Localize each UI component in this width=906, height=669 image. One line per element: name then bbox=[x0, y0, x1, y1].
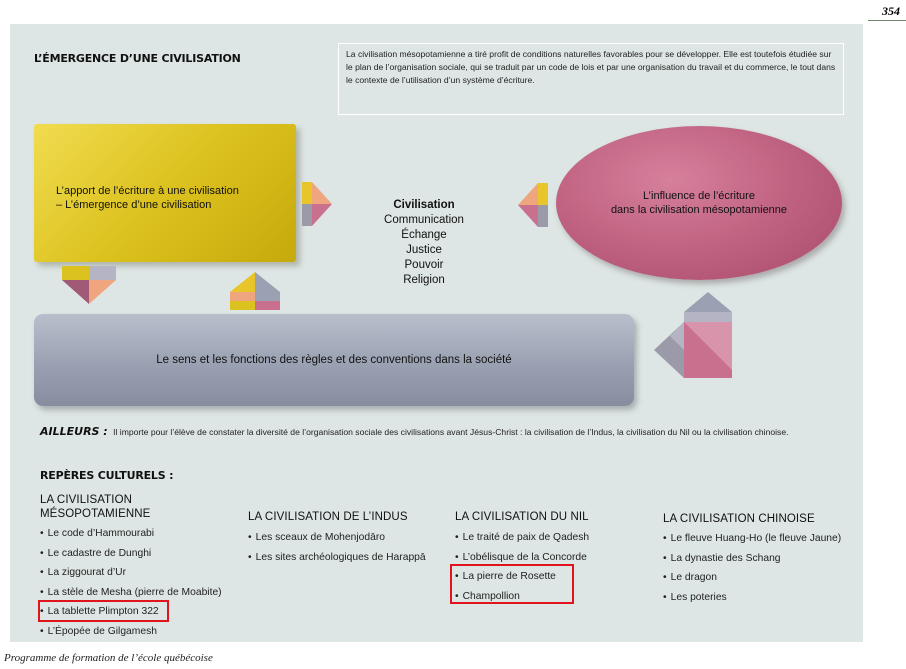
column-title-nil: LA CIVILISATION DU NIL bbox=[455, 511, 589, 523]
list-item: Les sceaux de Mohenjodāro bbox=[248, 528, 426, 548]
ailleurs-paragraph: AILLEURS : Il importe pour l’élève de co… bbox=[40, 425, 800, 439]
list-item: L’obélisque de la Concorde bbox=[455, 548, 589, 568]
writing-contribution-box: L’apport de l’écriture à une civilisatio… bbox=[34, 124, 296, 262]
list-item: La tablette Plimpton 322 bbox=[40, 602, 222, 622]
rules-conventions-bar: Le sens et les fonctions des règles et d… bbox=[34, 314, 634, 406]
concept-item: Échange bbox=[401, 229, 447, 241]
ailleurs-text: Il importe pour l’élève de constater la … bbox=[113, 427, 789, 437]
list-item: Les poteries bbox=[663, 588, 841, 608]
column-title-mesopotamia: LA CIVILISATION MÉSOPOTAMIENNE bbox=[40, 493, 150, 521]
section-title: L’ÉMERGENCE D’UNE CIVILISATION bbox=[34, 52, 241, 65]
concept-item: Religion bbox=[403, 274, 445, 286]
writing-influence-ellipse: L’influence de l’écriture dans la civili… bbox=[556, 126, 842, 280]
highlight-rosette-champollion bbox=[450, 564, 574, 604]
list-item: La dynastie des Schang bbox=[663, 549, 841, 569]
arrow-up-icon bbox=[230, 272, 280, 310]
list-item: Le fleuve Huang-Ho (le fleuve Jaune) bbox=[663, 529, 842, 549]
highlight-plimpton bbox=[38, 600, 169, 622]
list-item: La stèle de Mesha (pierre de Moabite) bbox=[40, 583, 222, 603]
column-title-line: LA CIVILISATION bbox=[40, 494, 133, 506]
ailleurs-label: AILLEURS : bbox=[40, 425, 108, 438]
column-title-indus: LA CIVILISATION DE L’INDUS bbox=[248, 511, 408, 523]
writing-influence-line2: dans la civilisation mésopotamienne bbox=[610, 204, 788, 216]
arrow-up-left-icon bbox=[654, 292, 732, 378]
page-number-rule bbox=[868, 20, 906, 21]
concept-item: Justice bbox=[406, 244, 442, 256]
list-item: Le traité de paix de Qadesh bbox=[455, 528, 590, 548]
concept-item: Civilisation bbox=[393, 199, 455, 211]
arrow-left-icon bbox=[518, 183, 548, 227]
list-indus: Les sceaux de Mohenjodāro Les sites arch… bbox=[248, 528, 426, 567]
writing-influence-line1: L’influence de l’écriture bbox=[643, 190, 755, 202]
list-mesopotamia: Le code d’Hammourabi Le cadastre de Dung… bbox=[40, 524, 222, 641]
list-item: Le dragon bbox=[663, 568, 841, 588]
list-item: L’Épopée de Gilgamesh bbox=[40, 622, 222, 642]
list-item: Les sites archéologiques de Harappā bbox=[248, 548, 426, 568]
page-number: 354 bbox=[882, 4, 900, 18]
list-item: La pierre de Rosette bbox=[455, 567, 589, 587]
column-title-china: LA CIVILISATION CHINOISE bbox=[663, 513, 815, 525]
list-china: Le fleuve Huang-Ho (le fleuve Jaune) La … bbox=[663, 529, 842, 608]
reperes-culturels-title: REPÈRES CULTURELS : bbox=[40, 469, 174, 482]
arrow-down-icon bbox=[62, 266, 116, 304]
list-item: La ziggourat d’Ur bbox=[40, 563, 222, 583]
arrow-right-icon bbox=[302, 182, 332, 226]
writing-contribution-line1: L’apport de l’écriture à une civilisatio… bbox=[56, 185, 239, 197]
intro-text-box: La civilisation mésopotamienne a tiré pr… bbox=[338, 43, 844, 115]
rules-conventions-label: Le sens et les fonctions des règles et d… bbox=[156, 354, 512, 366]
concept-item: Communication bbox=[384, 214, 464, 226]
list-nil: Le traité de paix de Qadesh L’obélisque … bbox=[455, 528, 590, 607]
list-item: Champollion bbox=[455, 587, 589, 607]
column-title-line: MÉSOPOTAMIENNE bbox=[40, 508, 151, 520]
footer-text: Programme de formation de l’école québéc… bbox=[4, 652, 213, 664]
list-item: Le cadastre de Dunghi bbox=[40, 544, 222, 564]
civilisation-concepts-list: Civilisation Communication Échange Justi… bbox=[374, 198, 474, 288]
list-item: Le code d’Hammourabi bbox=[40, 524, 222, 544]
concept-item: Pouvoir bbox=[404, 259, 444, 271]
writing-contribution-line2: – L’émergence d’une civilisation bbox=[56, 199, 212, 211]
